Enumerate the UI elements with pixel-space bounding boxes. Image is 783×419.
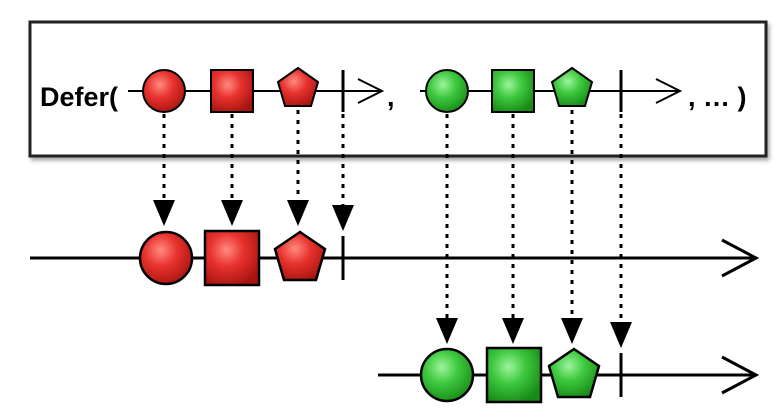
second-output-arrowhead-icon <box>721 355 760 395</box>
down-arrow-icon <box>332 205 354 231</box>
operator-label: Defer( <box>40 82 118 112</box>
down-arrow-icon <box>153 200 175 226</box>
first-output-pentagon-icon <box>273 230 327 282</box>
first-output-circle-icon <box>138 230 194 286</box>
first-inner-pentagon-icon <box>276 66 320 107</box>
operator-box <box>28 20 768 158</box>
first-projection-arrowheads <box>153 200 354 231</box>
second-inner-pentagon-icon <box>550 66 594 107</box>
down-arrow-icon <box>561 318 583 344</box>
first-inner-arrowhead-icon <box>357 78 385 104</box>
second-inner-square-icon <box>491 69 535 113</box>
second-output-square-icon <box>485 346 543 404</box>
first-output-arrowhead-icon <box>721 238 760 278</box>
second-projection-lines <box>445 110 623 322</box>
down-arrow-icon <box>287 200 309 226</box>
down-arrow-icon <box>221 200 243 226</box>
second-output-pentagon-icon <box>547 347 601 399</box>
second-inner-circle-icon <box>425 69 469 113</box>
first-projection-lines <box>162 110 345 205</box>
down-arrow-icon <box>502 318 524 344</box>
operator-separator: , <box>387 82 395 112</box>
second-inner-arrowhead-icon <box>655 78 683 104</box>
first-inner-circle-icon <box>142 69 186 113</box>
down-arrow-icon <box>436 318 458 344</box>
first-inner-square-icon <box>210 69 254 113</box>
second-projection-arrowheads <box>436 318 632 348</box>
operator-ellipsis: , … ) <box>688 82 747 112</box>
down-arrow-icon <box>610 322 632 348</box>
first-output-square-icon <box>203 229 261 287</box>
second-output-circle-icon <box>419 347 475 403</box>
